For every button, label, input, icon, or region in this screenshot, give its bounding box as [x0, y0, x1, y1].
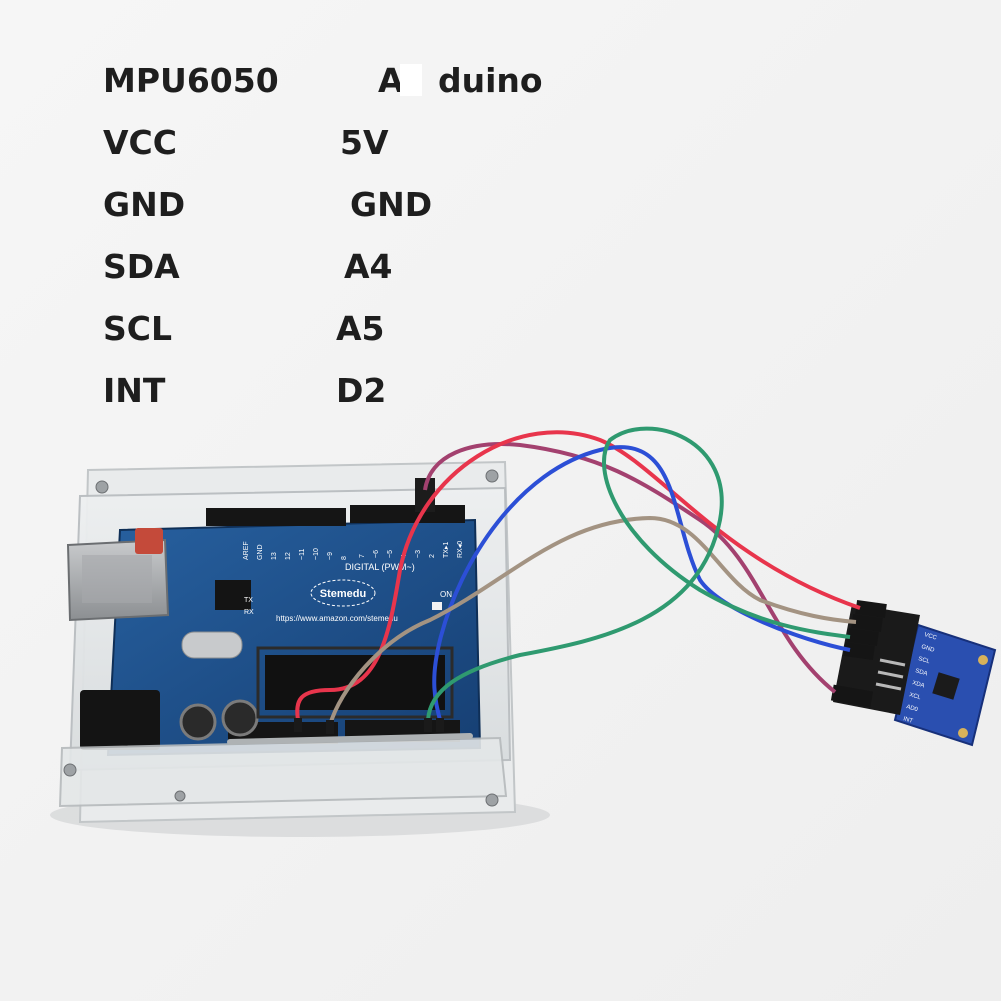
- wire-pin-green: [424, 718, 432, 732]
- pin-number-row: AREF GND 13 12 ~11 ~10 ~9 8 7 ~6 ~5 4 ~3…: [243, 541, 464, 560]
- acrylic-case-front: [58, 736, 508, 808]
- connector-brown: [851, 613, 883, 633]
- screw-bottom-right: [485, 793, 499, 807]
- pin-label-2: 2: [429, 554, 436, 558]
- usb-chip: [215, 580, 251, 610]
- screw-bottom-mid: [174, 790, 186, 802]
- wire-purple: [423, 442, 837, 694]
- wire-red: [295, 430, 861, 721]
- pin-label-11: ~11: [299, 549, 306, 560]
- pin-label-3: ~3: [415, 550, 422, 558]
- connector-green: [847, 627, 879, 647]
- module-pin-vcc: VCC: [923, 632, 938, 642]
- module-pin-gnd: GND: [920, 644, 935, 654]
- digital-header-left: [206, 508, 346, 526]
- mpu6050-mount-hole-top: [978, 655, 988, 665]
- wire-brown: [328, 515, 857, 726]
- pin-label-12: 12: [285, 552, 292, 560]
- pin-label-10: ~10: [313, 548, 320, 560]
- module-pin-ad0: AD0: [905, 704, 919, 713]
- pin-label-6: ~6: [373, 550, 380, 558]
- module-pin-sda: SDA: [914, 668, 928, 677]
- on-label: ON: [440, 590, 452, 599]
- mpu6050-chip: [932, 672, 960, 700]
- module-pin-xda: XDA: [911, 680, 925, 689]
- pin-label-0: RX◂0: [457, 541, 464, 558]
- crystal: [181, 631, 243, 659]
- pin-label-5: ~5: [387, 550, 394, 558]
- screw-bottom-left: [63, 763, 77, 777]
- wire-pin-red: [294, 718, 302, 732]
- acrylic-slot: [227, 733, 473, 745]
- usb-port-inner: [82, 555, 152, 603]
- dupont-connectors: [830, 599, 887, 708]
- digital-label: DIGITAL (PWM~): [345, 562, 415, 572]
- module-pin-xcl: XCL: [908, 692, 922, 701]
- brand-label: Stemedu: [320, 588, 366, 600]
- digital-header-right: [350, 505, 465, 523]
- wire-pin-brown: [326, 720, 334, 734]
- module-pin-scl: SCL: [917, 656, 931, 665]
- brand-badge: [310, 579, 376, 607]
- url-label: https://www.amazon.com/stemedu: [276, 614, 398, 623]
- capacitor-left: [179, 703, 217, 741]
- pin-label-9: ~9: [327, 552, 334, 560]
- dc-jack: [80, 690, 160, 750]
- pin-label-7: 7: [359, 554, 366, 558]
- mpu6050-exposed-pins: [875, 658, 906, 691]
- reset-button: [135, 528, 163, 554]
- screw-top-right: [485, 469, 499, 483]
- screw-top-left: [95, 480, 109, 494]
- rx-label: RX: [244, 609, 254, 616]
- pin-label-1: TX▸1: [443, 542, 450, 558]
- pin-label-aref: AREF: [243, 541, 250, 560]
- connector-purple: [830, 684, 874, 708]
- pin-label-8: 8: [341, 556, 348, 560]
- capacitor-right: [221, 699, 259, 737]
- led-on: [432, 602, 442, 610]
- pin-label-gnd: GND: [257, 544, 264, 560]
- mpu6050-mount-hole-bottom: [958, 728, 968, 738]
- module-pin-int: INT: [902, 716, 913, 725]
- connector-red: [855, 599, 887, 619]
- tx-label: TX: [244, 597, 253, 604]
- wire-pin-blue: [436, 718, 444, 732]
- pin-label-13: 13: [271, 552, 278, 560]
- connector-blue: [843, 641, 875, 661]
- wire-green: [426, 426, 851, 721]
